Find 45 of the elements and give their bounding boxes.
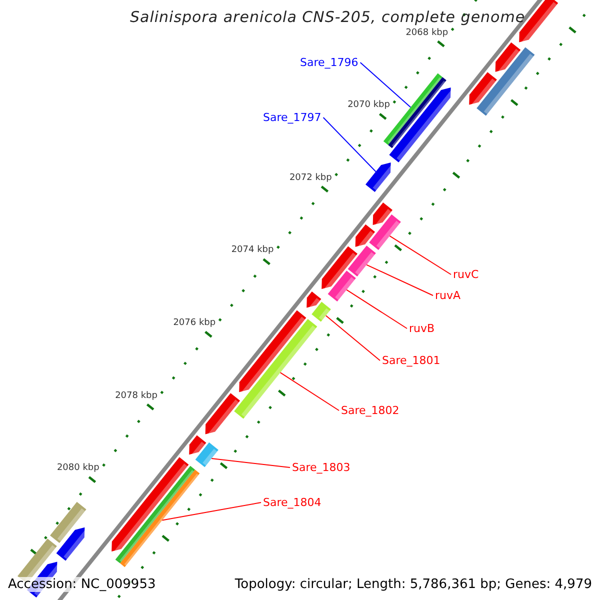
gene-label: Sare_1801 — [382, 354, 440, 367]
gene-feature — [312, 302, 331, 322]
position-label: 2080 kbp — [56, 463, 100, 474]
gene-label: Sare_1803 — [292, 461, 350, 474]
gene-feature — [322, 246, 358, 292]
gene-feature — [195, 442, 218, 468]
gene-feature — [234, 319, 318, 419]
gene-feature — [476, 47, 535, 116]
leader-line — [322, 117, 376, 172]
gene-feature — [239, 310, 306, 394]
gene-label: Sare_1796 — [300, 56, 358, 69]
gene-label: Sare_1802 — [341, 404, 400, 417]
position-label: 2074 kbp — [231, 245, 274, 256]
gene-label: ruvB — [409, 322, 435, 335]
gene-feature — [306, 292, 322, 310]
gene-feature — [328, 270, 356, 302]
gene-label: Sare_1804 — [263, 496, 322, 509]
gene-label: Sare_1797 — [263, 111, 322, 124]
gene-feature — [348, 246, 376, 276]
gene-label: ruvA — [435, 289, 461, 302]
gene-feature — [189, 435, 206, 457]
gene-feature — [205, 393, 240, 436]
gene-feature — [355, 224, 375, 250]
position-label: 2072 kbp — [289, 172, 332, 183]
position-label: 2076 kbp — [173, 318, 216, 328]
position-label: 2078 kbp — [115, 390, 158, 401]
gene-feature — [369, 214, 401, 250]
leader-line — [360, 62, 412, 108]
gene-feature — [469, 72, 497, 107]
leader-line — [389, 235, 452, 275]
position-label: 2070 kbp — [348, 100, 390, 110]
gene-feature — [112, 457, 189, 554]
leader-line — [280, 372, 340, 411]
position-label: 2068 kbp — [406, 28, 448, 38]
gene-label: ruvC — [453, 268, 479, 281]
genome-stats-text: Topology: circular; Length: 5,786,361 bp; Genes: 4,979 — [234, 577, 592, 592]
leader-line — [366, 264, 434, 296]
leader-line — [211, 458, 290, 468]
gene-feature — [50, 502, 86, 543]
leader-line — [346, 289, 408, 329]
gene-feature — [372, 202, 392, 228]
gene-feature — [495, 42, 521, 74]
leader-line — [325, 315, 380, 361]
leader-line — [162, 502, 262, 521]
title: Salinispora arenicola CNS-205, complete genome — [130, 8, 526, 26]
